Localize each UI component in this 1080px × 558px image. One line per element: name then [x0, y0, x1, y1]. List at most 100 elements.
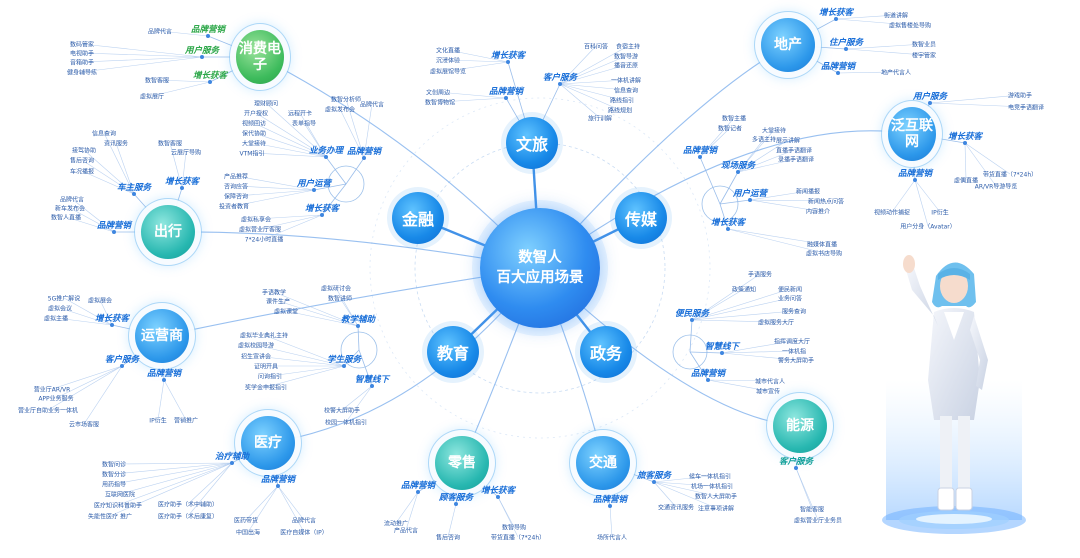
leaf-zw_4: 业务问答 — [777, 295, 803, 303]
ring-node-yunying[interactable]: 运营商 — [135, 309, 189, 363]
leaf-line-cm_10 — [749, 199, 819, 212]
leaf-cx_2: 资讯服务 — [103, 140, 129, 148]
leaf-line-jr_1 — [265, 102, 327, 158]
leaf-line-yy_1 — [63, 297, 113, 326]
major-node-jiaoyu[interactable]: 教育 — [427, 326, 479, 378]
category-jt_ppyx: 品牌营销 — [592, 495, 628, 505]
leaf-jy_4: 虚拟研讨会 — [320, 285, 352, 293]
leaf-line-jy_2 — [277, 300, 359, 327]
leaf-line-jr_10 — [339, 108, 365, 159]
leaf-yl_8: 医疗助手（术后康复） — [157, 513, 219, 521]
ring-label: 零售 — [448, 455, 476, 471]
leaf-yy_1: 5G推广解说 — [47, 295, 81, 303]
hologram-base-core — [916, 514, 992, 524]
major-node-jinrong[interactable]: 金融 — [392, 192, 444, 244]
leaf-line-cm_9 — [749, 199, 827, 202]
leaf-line-yy_8 — [83, 365, 123, 425]
leaf-line-cm_7 — [737, 158, 797, 173]
ring-node-jiaotong[interactable]: 交通 — [576, 436, 630, 490]
leaf-yl_6: 医疗助手（术中辅助） — [157, 501, 219, 509]
branch-dot — [794, 466, 798, 470]
leaf-yl_2: 数智分诊 — [101, 471, 127, 479]
leaf-line-dc_5 — [837, 71, 897, 74]
leaf-wl_1: 文化直播 — [435, 47, 461, 55]
branch-dot — [844, 47, 848, 51]
leaf-line-fh_5 — [964, 142, 997, 187]
ring-node-dichan[interactable]: 地产 — [761, 18, 815, 72]
branch-dot — [652, 480, 656, 484]
leaf-jr_12: 产品推荐 — [223, 173, 249, 181]
leaf-line-cm_12 — [727, 228, 825, 254]
leaf-line-cm_11 — [727, 228, 823, 245]
leaf-xf_6: 数智客服 — [144, 77, 170, 85]
leaf-yl_4: 互联网医院 — [104, 491, 136, 499]
leaf-cm_7: 录播手语翻译 — [777, 156, 815, 164]
leaf-line-jr_8 — [303, 122, 327, 158]
leaf-line-jy_10 — [269, 365, 345, 377]
leaf-wl_14: 旅行训解 — [587, 115, 613, 123]
leaf-line-fh_3 — [964, 142, 1011, 175]
branch-cm_yhyy — [719, 199, 751, 205]
leaf-line-yy_4 — [55, 317, 113, 326]
leaf-cm_10: 内容推介 — [805, 208, 831, 216]
sub-ring — [701, 185, 739, 223]
branch-dot — [208, 80, 212, 84]
branch-dot — [110, 323, 114, 327]
leaf-yl_10: 品牌代言 — [291, 517, 317, 525]
major-node-zhengwu[interactable]: 政务 — [580, 326, 632, 378]
branch-dot — [748, 198, 752, 202]
leaf-line-cx_6 — [169, 142, 183, 189]
sub-ring — [672, 334, 708, 370]
category-jr_ppyx: 品牌营销 — [346, 147, 382, 157]
branch-dot — [720, 351, 724, 355]
ring-node-fanhu[interactable]: 泛互联网 — [888, 107, 936, 161]
branch-dot — [963, 141, 967, 145]
category-jr_yhyy: 用户运营 — [296, 179, 332, 189]
leaf-line-wl_11 — [559, 83, 627, 91]
sub-ring — [327, 165, 365, 203]
leaf-cx_3: 接驾协助 — [71, 147, 97, 155]
leaf-line-cm_4 — [737, 138, 765, 173]
leaf-ls_5: 带货直播（7*24h） — [490, 534, 546, 542]
branch-cm_xcfw — [719, 171, 739, 205]
leaf-jr_7: 远程开卡 — [287, 110, 313, 118]
leaf-line-ny_2 — [795, 467, 819, 521]
ring-node-yiliao[interactable]: 医疗 — [241, 416, 295, 470]
category-jy_jxfz: 教学辅助 — [340, 315, 376, 325]
ring-node-chuxing[interactable]: 出行 — [141, 205, 195, 259]
category-jt_lkfw: 旅客服务 — [636, 471, 672, 481]
leaf-cm_2: 数智记者 — [717, 125, 743, 133]
leaf-line-zw_8 — [721, 350, 795, 354]
leaf-line-yy_7 — [47, 365, 123, 411]
ring-label: 出行 — [154, 224, 182, 240]
major-node-chuanmei[interactable]: 传媒 — [615, 192, 667, 244]
leaf-jr_5: 大堂接待 — [241, 140, 267, 148]
leaf-jr_11: 品牌代言 — [359, 101, 385, 109]
major-node-wenlv[interactable]: 文旅 — [506, 117, 558, 169]
branch-dot — [558, 82, 562, 86]
leaf-line-jy_12 — [341, 385, 373, 411]
ring-node-xiaofei[interactable]: 消费电子 — [236, 30, 284, 84]
leaf-cx_4: 售后咨询 — [69, 157, 95, 165]
hub-node[interactable]: 数智人 百大应用场景 — [480, 208, 600, 328]
leaf-line-yl_3 — [113, 462, 233, 485]
leaf-line-yl_9 — [245, 485, 279, 521]
leaf-line-yl_8 — [187, 462, 233, 517]
leaf-line-wl_6 — [559, 45, 597, 85]
category-zw_ppyx: 品牌营销 — [690, 369, 726, 379]
leaf-cm_6: 直播手语翻译 — [775, 147, 813, 155]
leaf-line-wl_7 — [559, 45, 629, 85]
leaf-jy_9: 证明开具 — [253, 363, 279, 371]
leaf-line-jr_12 — [235, 175, 315, 191]
leaf-line-yy_3 — [59, 307, 113, 326]
leaf-fh_3: 带货直播（7*24h） — [982, 171, 1038, 179]
leaf-line-wl_14 — [559, 83, 601, 119]
ring-node-nengyuan[interactable]: 能源 — [773, 399, 827, 453]
ring-node-lingshou[interactable]: 零售 — [435, 436, 489, 490]
leaf-yl_9: 医药带货 — [233, 517, 259, 525]
leaf-line-fh_6 — [891, 179, 916, 213]
leaf-line-cx_4 — [81, 159, 135, 195]
ring-label: 运营商 — [141, 328, 183, 344]
leaf-jy_7: 虚拟校园导游 — [237, 342, 275, 350]
leaf-jr_18: 7*24小时直播 — [244, 236, 284, 244]
